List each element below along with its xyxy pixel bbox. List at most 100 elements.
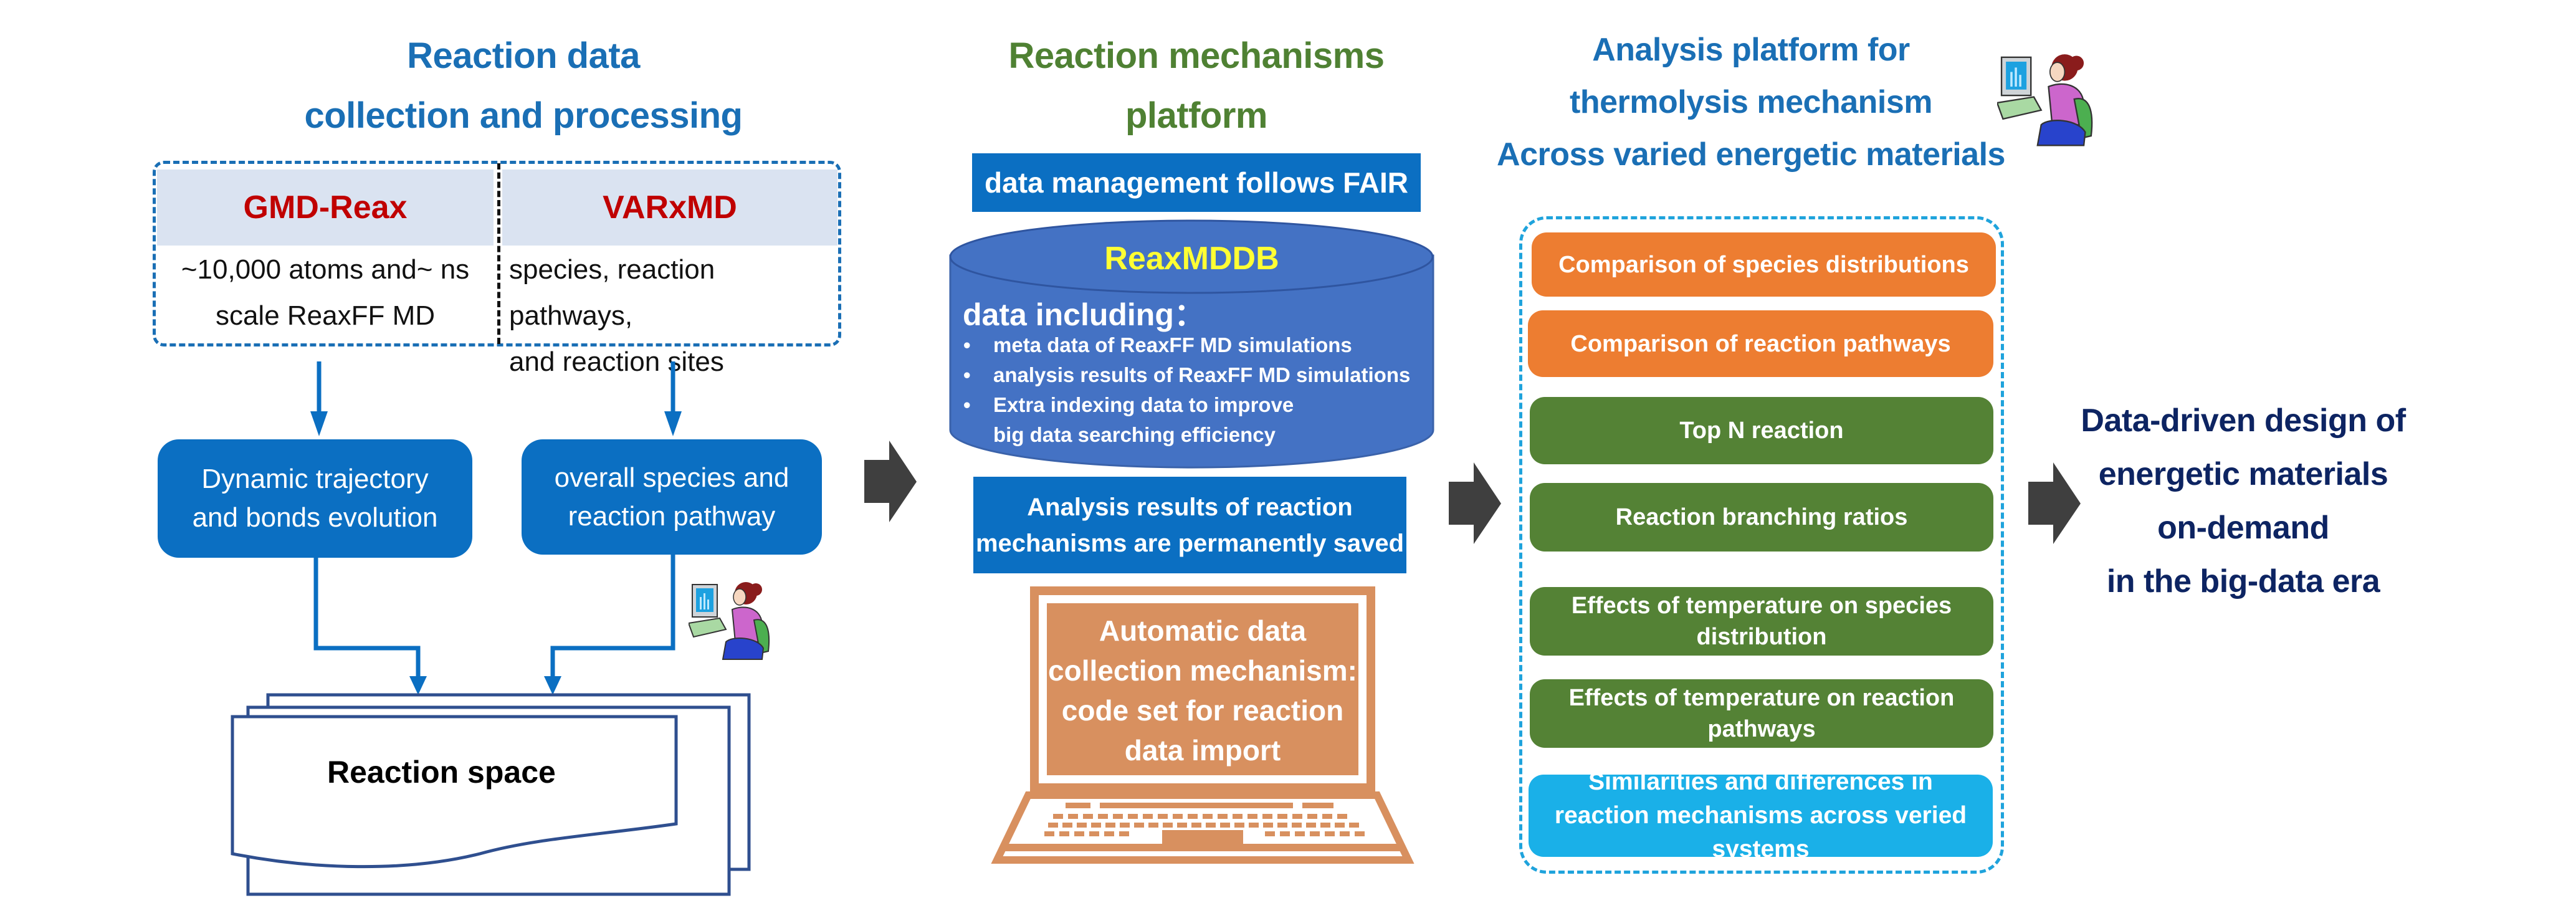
laptop-key: [1277, 814, 1287, 819]
output-box-species: overall species and reaction pathway: [522, 439, 822, 555]
laptop-key: [1119, 831, 1129, 836]
laptop-key: [1104, 831, 1114, 836]
arrow-species-to-space: [550, 555, 675, 682]
outcome-line: Data-driven design of: [2081, 403, 2406, 439]
analysis-item-label: Reaction branching ratios: [1615, 504, 1908, 530]
laptop-key: [1188, 814, 1198, 819]
analysis-item: Comparison of reaction pathways: [1528, 310, 1993, 377]
analysis-item: Comparison of species distributions: [1532, 232, 1996, 297]
tool-description-varxmd: species, reaction pathways, and reaction…: [509, 247, 846, 385]
analysis-item: Effects of temperature on reaction pathw…: [1530, 679, 1993, 748]
laptop-key: [1068, 814, 1078, 819]
database-item: Extra indexing data to improve big data …: [960, 390, 1317, 450]
reaction-space-label: Reaction space: [327, 755, 556, 790]
laptop-key: [1320, 823, 1330, 828]
output-box-trajectory: Dynamic trajectory and bonds evolution: [158, 439, 472, 558]
laptop-key: [1262, 814, 1272, 819]
laptop-key: [1163, 823, 1173, 828]
collection-title-line: collection and processing: [304, 95, 743, 136]
laptop-key: [1173, 814, 1183, 819]
laptop-key: [1325, 831, 1335, 836]
analysis-item-label: Comparison of species distributions: [1558, 251, 1969, 278]
analysis-item-label: Top N reaction: [1679, 418, 1844, 444]
fair-banner: data management follows FAIR: [972, 153, 1421, 212]
analysis-item-label: Comparison of reaction pathways: [1570, 330, 1951, 357]
laptop-keyboard: [1066, 803, 1333, 808]
laptop-key: [1083, 814, 1093, 819]
laptop-key: [1277, 823, 1287, 828]
laptop-key: [1062, 823, 1072, 828]
tool-name: GMD-Reax: [243, 189, 408, 226]
laptop-key: [1233, 814, 1243, 819]
laptop-key: [1247, 814, 1257, 819]
laptop-key: [1059, 831, 1069, 836]
arrowhead: [409, 676, 427, 695]
saved-line: mechanisms are permanently saved: [975, 529, 1404, 557]
analysis-title-line: Analysis platform for: [1592, 32, 1910, 68]
laptop-key: [1158, 814, 1168, 819]
tools-box: [153, 161, 841, 346]
laptop-key: [1105, 823, 1115, 828]
person-at-computer-icon: [1997, 54, 2093, 146]
laptop-key: [1077, 823, 1087, 828]
platform-title-line: platform: [1125, 95, 1268, 136]
laptop-key: [1128, 814, 1138, 819]
tool-header-gmd-reax: GMD-Reax: [157, 170, 494, 246]
laptop-key: [1143, 814, 1153, 819]
collection-title: Reaction data collection and processing: [212, 26, 835, 146]
saved-line: Analysis results of reaction: [1027, 493, 1353, 521]
laptop-key: [1349, 823, 1359, 828]
saved-results-banner: Analysis results of reaction mechanisms …: [973, 477, 1406, 573]
analysis-item: Top N reaction: [1530, 397, 1993, 464]
analysis-item-label: Similarities and differences in reaction…: [1554, 768, 1967, 862]
fair-label: data management follows FAIR: [985, 166, 1408, 199]
collection-connectors: [231, 361, 751, 896]
platform-title-line: Reaction mechanisms: [1008, 36, 1385, 76]
output-line: reaction pathway: [568, 500, 776, 532]
document-front: [231, 715, 678, 869]
laptop-line: code set for reaction: [1061, 694, 1344, 727]
analysis-title: Analysis platform for thermolysis mechan…: [1496, 24, 2006, 181]
analysis-item: Similarities and differences in reaction…: [1529, 768, 1993, 862]
laptop-key: [1044, 831, 1054, 836]
outcome-line: energetic materials: [2098, 456, 2388, 492]
tool-description-line: species, reaction pathways,: [509, 254, 715, 331]
laptop-key: [1292, 823, 1302, 828]
analysis-item: Effects of temperature on species distri…: [1530, 587, 1993, 656]
laptop-line: collection mechanism:: [1048, 654, 1357, 687]
laptop-key: [1295, 831, 1305, 836]
laptop-key: [1322, 814, 1332, 819]
flow-arrow-3: [2028, 462, 2081, 544]
flow-arrow-1: [864, 441, 917, 522]
laptop-key: [1089, 831, 1099, 836]
laptop-line: data import: [1124, 734, 1281, 767]
database-heading: data including：: [963, 297, 1205, 332]
laptop-key: [1234, 823, 1244, 828]
arrow-trajectory-to-space: [313, 555, 421, 682]
analysis-item-label: Effects of temperature on species distri…: [1571, 593, 1952, 650]
laptop-key: [1355, 831, 1365, 836]
tool-description-line: ~10,000 atoms and~ ns: [181, 254, 470, 285]
analysis-item-label: Effects of temperature on reaction pathw…: [1568, 685, 1955, 742]
tool-description-line: and reaction sites: [509, 346, 724, 377]
laptop-key: [1307, 814, 1317, 819]
person-at-computer-icon: [689, 582, 770, 660]
laptop-key: [1337, 814, 1347, 819]
tool-description-gmd-reax: ~10,000 atoms and~ ns scale ReaxFF MD: [157, 247, 494, 339]
laptop-key: [1098, 814, 1108, 819]
laptop-key: [1340, 831, 1350, 836]
laptop-key: [1310, 831, 1320, 836]
platform-title: Reaction mechanisms platform: [885, 26, 1508, 146]
tool-header-varxmd: VARxMD: [502, 170, 837, 246]
output-line: Dynamic trajectory: [201, 464, 429, 494]
laptop-key: [1203, 814, 1213, 819]
laptop-key: [1053, 814, 1063, 819]
database-item: meta data of ReaxFF MD simulations: [960, 330, 1433, 360]
arrowhead: [310, 411, 328, 436]
output-line: and bonds evolution: [192, 502, 438, 533]
analysis-title-line: thermolysis mechanism: [1570, 84, 1932, 120]
laptop-key: [1265, 831, 1275, 836]
laptop-key: [1177, 823, 1187, 828]
arrowhead: [544, 676, 561, 695]
laptop-icon: [991, 586, 1414, 864]
